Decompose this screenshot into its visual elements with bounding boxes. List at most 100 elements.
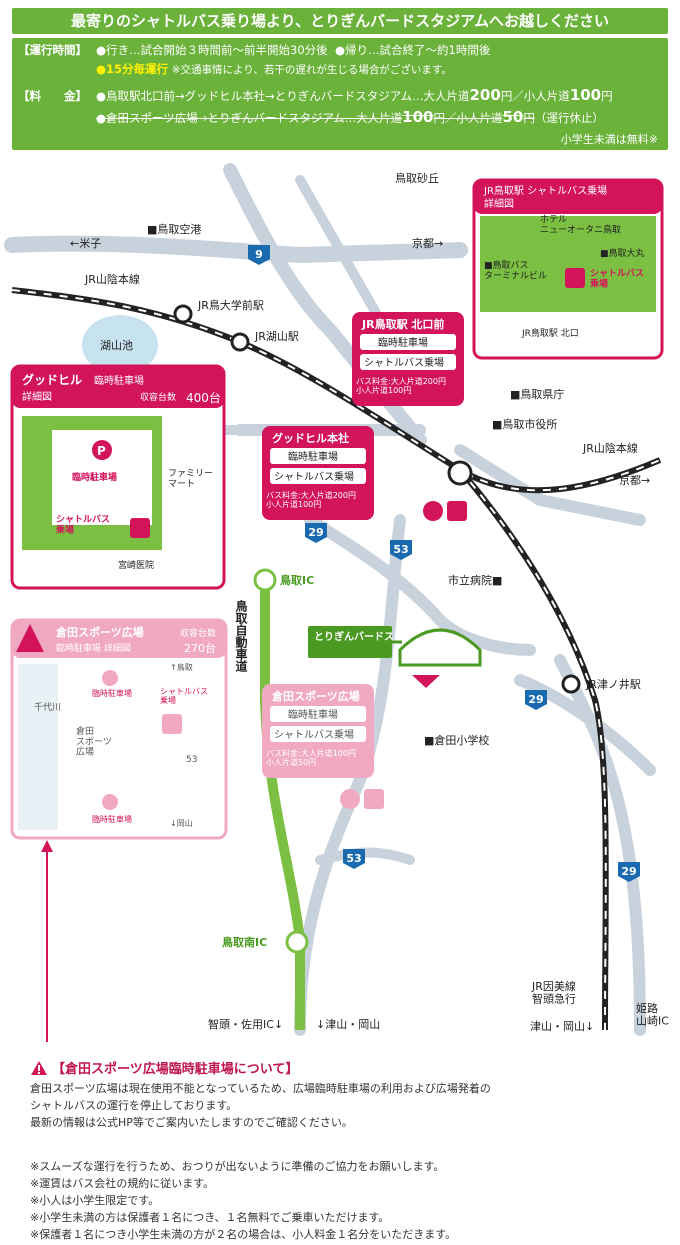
note-3: ※小人は小学生限定です。 [30,1194,160,1207]
fare-row-2: ●倉田スポーツ広場→とりぎんバードスタジアム…大人片道100円／小人片道50円（… [96,108,604,126]
label-city-office: ■鳥取市役所 [492,417,557,431]
interval-note: ※交通事情により、若干の遅れが生じる場合がございます。 [171,64,452,76]
fare-row-1: 【料 金】●鳥取駅北口前→グッドヒル本社→とりぎんバードスタジアム…大人片道20… [18,86,613,104]
jr-callout: JR鳥取駅 北口前 臨時駐車場 シャトルバス乗場 バス料金:大人片道200円小人… [352,312,464,406]
goodhill-box-subtitle: 臨時駐車場 [94,374,144,387]
route-shields: 9 29 53 29 53 29 [248,245,640,882]
tottori-minami-ic-marker [285,930,309,954]
fare1-yen: 円 [601,89,613,103]
railways [11,287,662,1031]
fare2-struck: ●倉田スポーツ広場→とりぎんバードスタジアム…大人片道100円／小人片道50円 [96,108,535,126]
fare2-child-label: 円／小人片道 [433,111,503,125]
label-city-hospital: 市立病院■ [448,573,502,587]
info-box: 【運行時間】●行き…試合開始３時間前～前半開始30分後 ●帰り…試合終了～約1時… [12,38,668,150]
label-tottori-ic: 鳥取IC [280,573,314,587]
note-1: ※スムーズな運行を行うため、おつりが出ないように準備のご協力をお願いします。 [30,1160,445,1173]
jr-box-north-exit: JR鳥取駅 北口 [521,327,579,339]
label-jr-tottori-univ: JR鳥大学前駅 [197,298,264,312]
jr-box-daimaru: ■鳥取大丸 [600,247,645,259]
jr-callout-title: JR鳥取駅 北口前 [361,317,444,331]
interval: ●15分毎運行 [96,62,169,76]
goodhill-parking-icon [92,440,112,460]
jr-box-subtitle: 詳細図 [484,197,514,210]
station-koyama [230,332,250,352]
goodhill-map-bus-icon [447,501,467,521]
kurata-map-bus-icon [364,789,384,809]
notice-body: 倉田スポーツ広場は現在使用不能となっているため、広場臨時駐車場の利用および広場発… [30,1080,491,1131]
jr-box-green [480,216,656,312]
kurata-callout: 倉田スポーツ広場 臨時駐車場 シャトルバス乗場 バス料金:大人片道100円小人片… [262,684,384,809]
kurata-box: 倉田スポーツ広場 臨時駐車場 詳細図 収容台数 270台 千代川 倉田スポーツ広… [10,618,228,840]
goodhill-box: グッドヒル 臨時駐車場 詳細図 収容台数 400台 P 臨時駐車場 シャトルバス… [10,364,226,590]
route-29b: 29 [528,693,543,706]
hours-go: ●行き…試合開始３時間前～前半開始30分後 [96,43,328,57]
route-map: 9 29 53 29 53 29 鳥取砂丘 ■鳥取空港 ←米子 京都→ JR山陰… [4,163,669,1042]
kurata-box-parking-bottom: 臨時駐車場 [92,814,132,824]
goodhill-box-parking: 臨時駐車場 [72,471,117,483]
goodhill-callout-bus: シャトルバス乗場 [274,470,354,483]
tottori-ic-marker [253,568,277,592]
notice-line-1: 倉田スポーツ広場は現在使用不能となっているため、広場臨時駐車場の利用および広場発… [30,1082,491,1095]
label-himeji: 姫路山崎IC [636,1001,669,1028]
kurata-bus-icon [162,714,182,734]
stadium-pointer-icon [412,675,440,688]
expressway-line [260,580,305,1030]
goodhill-box-clinic: 宮崎医院 [118,559,154,571]
jr-box-title: JR鳥取駅 シャトルバス乗場 [483,184,607,197]
hours-label: 【運行時間】 [18,43,87,57]
fare1-route: ●鳥取駅北口前→グッドヒル本社→とりぎんバードスタジアム…大人片道 [96,89,470,103]
fare1-adult: 200 [469,86,501,104]
notice-heading: 【倉田スポーツ広場臨時駐車場について】 [30,1058,298,1077]
label-kyoto-right: 京都→ [619,473,650,487]
route-29c: 29 [621,865,636,878]
stadium: とりぎんバードスタジアム [308,626,482,688]
kurata-box-field: 倉田スポーツ広場 [76,725,112,758]
fare2-child: 50 [502,108,524,126]
kurata-box-bus: シャトルバス乗場 [160,687,208,705]
kurata-box-parking-top: 臨時駐車場 [92,688,132,698]
route-53a: 53 [393,543,408,556]
notes: ※スムーズな運行を行うため、おつりが出ないように準備のご協力をお願いします。 ※… [30,1158,456,1243]
page-title: 最寄りのシャトルバス乗り場より、とりぎんバードスタジアムへお越しください [12,8,668,34]
jr-box-bus: シャトルバス乗場 [590,268,644,289]
stadium-icon [398,628,482,667]
label-kyoto-top: 京都→ [412,236,443,250]
goodhill-callout-parking: 臨時駐車場 [288,450,338,463]
stations [173,304,581,954]
notice-arrow-head-icon [41,840,53,852]
goodhill-box-title: グッドヒル [22,372,82,387]
kurata-box-river: 千代川 [34,702,61,713]
goodhill-callout-fare: バス料金:大人片道200円小人片道100円 [266,490,356,509]
goodhill-map-parking-icon [423,501,443,521]
kurata-box-cap-label: 収容台数 [180,627,216,639]
jr-box-bus-icon [565,268,585,288]
notice-title: 【倉田スポーツ広場臨時駐車場について】 [52,1062,299,1077]
note-4: ※小学生未満の方は保護者１名につき、１名無料でご乗車いただけます。 [30,1211,390,1224]
route-9: 9 [255,248,263,261]
fare2-status: （運行休止） [534,111,604,125]
notice-line-2: シャトルバスの運行を停止しております。 [30,1099,238,1112]
label-jr-koyama: JR湖山駅 [254,330,299,343]
fare2-adult: 100 [402,108,434,126]
stadium-label-bg [308,626,392,658]
kurata-warning-icon [16,624,44,652]
label-jr-tsunoi: JR津ノ井駅 [585,677,641,691]
label-koyama-lake: 湖山池 [100,339,133,352]
water [82,315,158,375]
kurata-callout-title: 倉田スポーツ広場 [271,689,360,703]
fare2-yen: 円 [523,111,535,125]
stadium-label: とりぎんバードスタジアム [314,630,433,643]
label-expressway: 鳥取自動車道 [234,599,248,673]
free-note: 小学生未満は無料※ [560,133,658,146]
jr-box-terminal: ■鳥取バスターミナルビル [484,259,547,281]
station-tsunoi [561,674,581,694]
kurata-parking-icon-bottom [102,794,118,810]
route-29a: 29 [308,526,323,539]
goodhill-box-mart: ファミリーマート [168,469,213,489]
route-53b: 53 [346,852,361,865]
fare1-child-label: 円／小人片道 [500,89,570,103]
kurata-box-tottori: ↑鳥取 [170,662,193,672]
label-sakyu: 鳥取砂丘 [395,171,439,185]
jr-callout-bus: シャトルバス乗場 [364,356,444,369]
kurata-callout-parking: 臨時駐車場 [288,708,338,721]
